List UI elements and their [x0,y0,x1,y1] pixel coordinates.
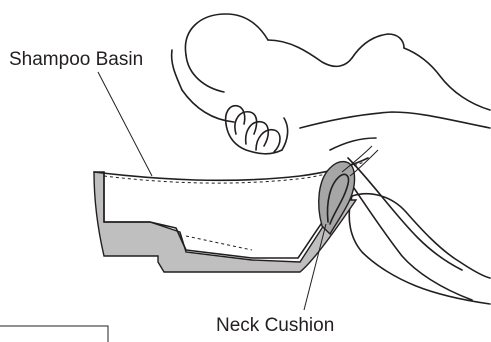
neck-cushion-label: Neck Cushion [216,316,334,335]
shampoo-basin-leader [98,72,152,176]
shampoo-basin-label: Shampoo Basin [9,50,143,69]
frame-corner [0,326,108,342]
neck-cushion-leader [304,224,326,310]
hand [226,106,288,154]
